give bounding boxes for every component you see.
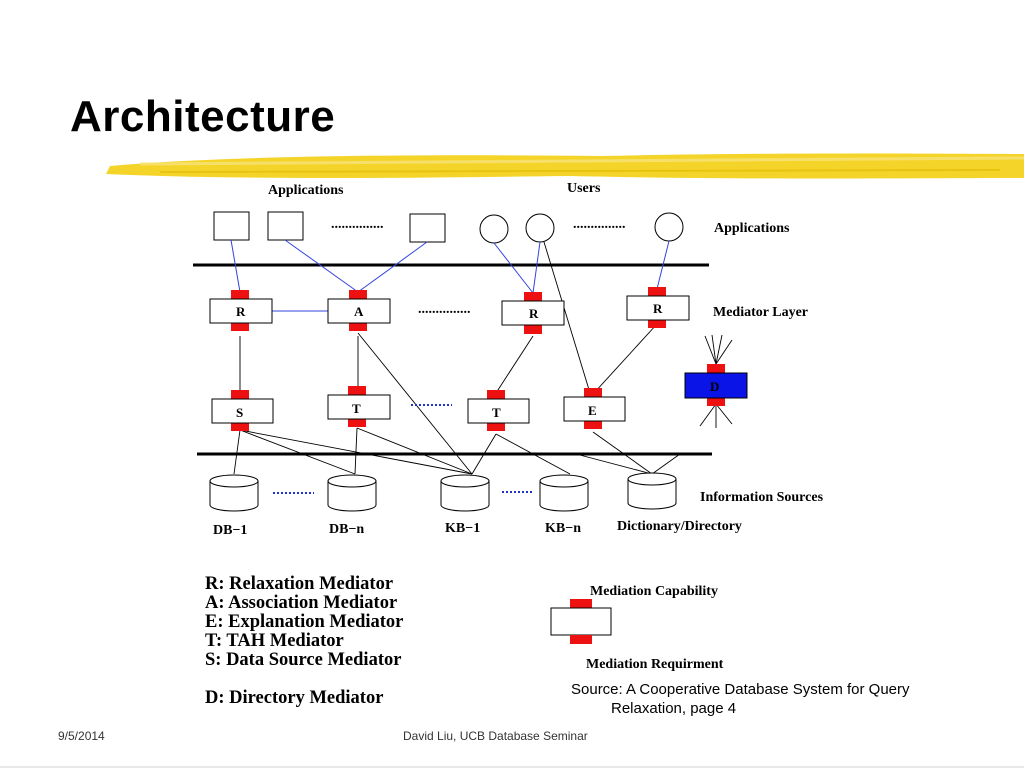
directory-mediator: D <box>684 334 748 428</box>
ellipsis-mediators: ............... <box>418 302 471 317</box>
mediator-label: S <box>236 405 243 420</box>
source-label: KB−n <box>545 521 581 536</box>
user-circle <box>654 212 684 242</box>
source-cylinder <box>327 474 377 512</box>
source-cylinder <box>209 474 259 512</box>
legend: R: Relaxation Mediator A: Association Me… <box>205 575 403 708</box>
label-applications-top: Applications <box>268 183 344 198</box>
legend-item-d: D: Directory Mediator <box>205 688 384 708</box>
source-label: DB−1 <box>213 523 247 538</box>
mediator-label: T <box>352 401 361 416</box>
source-citation: Source: A Cooperative Database System fo… <box>571 680 991 718</box>
mediator-label: D <box>710 379 719 394</box>
source-line-1: Source: A Cooperative Database System fo… <box>571 681 910 698</box>
mediator-links <box>233 241 681 475</box>
mediation-capability-label: Mediation Capability <box>590 584 718 599</box>
source-cylinder <box>539 474 589 512</box>
source-label: Dictionary/Directory <box>617 519 742 534</box>
mediator-e: E <box>563 388 626 429</box>
application-box <box>409 213 446 243</box>
application-box <box>213 211 250 241</box>
label-mediator-layer: Mediator Layer <box>713 305 808 320</box>
mediator-label: R <box>529 306 539 321</box>
mediation-key: Mediation Capability Mediation Requirmen… <box>550 584 724 672</box>
bottom-rule <box>0 766 1024 768</box>
legend-item-r: R: Relaxation Mediator <box>205 574 394 594</box>
label-users: Users <box>567 181 601 196</box>
legend-item-t: T: TAH Mediator <box>205 631 344 651</box>
application-links <box>230 239 670 312</box>
mediator-t2: T <box>467 390 530 431</box>
footer-date: 9/5/2014 <box>58 729 105 743</box>
highlighter-stroke <box>106 153 1024 179</box>
mediator-t1: T <box>327 386 391 427</box>
legend-item-a: A: Association Mediator <box>205 593 398 613</box>
source-line-2: Relaxation, page 4 <box>611 700 737 717</box>
mediation-requirement-label: Mediation Requirment <box>586 657 724 672</box>
ellipsis-users: ............... <box>573 217 626 232</box>
source-label: KB−1 <box>445 521 480 536</box>
mediator-label: A <box>354 304 364 319</box>
source-cylinder <box>440 474 490 512</box>
mediator-label: E <box>588 403 597 418</box>
mediator-r1: R <box>209 290 273 331</box>
mediator-r3: R <box>626 287 690 328</box>
mediator-label: T <box>492 405 501 420</box>
mediator-a: A <box>327 290 391 331</box>
label-information-sources: Information Sources <box>700 490 824 505</box>
application-box <box>267 211 304 241</box>
mediator-r2: R <box>501 292 565 334</box>
label-applications-right: Applications <box>714 221 790 236</box>
mediator-label: R <box>653 301 663 316</box>
source-cylinder <box>627 472 677 510</box>
ellipsis-applications: ............... <box>331 217 384 232</box>
slide-title: Architecture <box>70 92 336 141</box>
user-circle <box>525 213 555 243</box>
user-circle <box>479 214 509 244</box>
source-label: DB−n <box>329 522 364 537</box>
legend-item-s: S: Data Source Mediator <box>205 650 402 670</box>
mediator-label: R <box>236 304 246 319</box>
legend-item-e: E: Explanation Mediator <box>205 612 404 632</box>
mediator-s: S <box>211 390 274 431</box>
footer-author: David Liu, UCB Database Seminar <box>403 729 588 743</box>
